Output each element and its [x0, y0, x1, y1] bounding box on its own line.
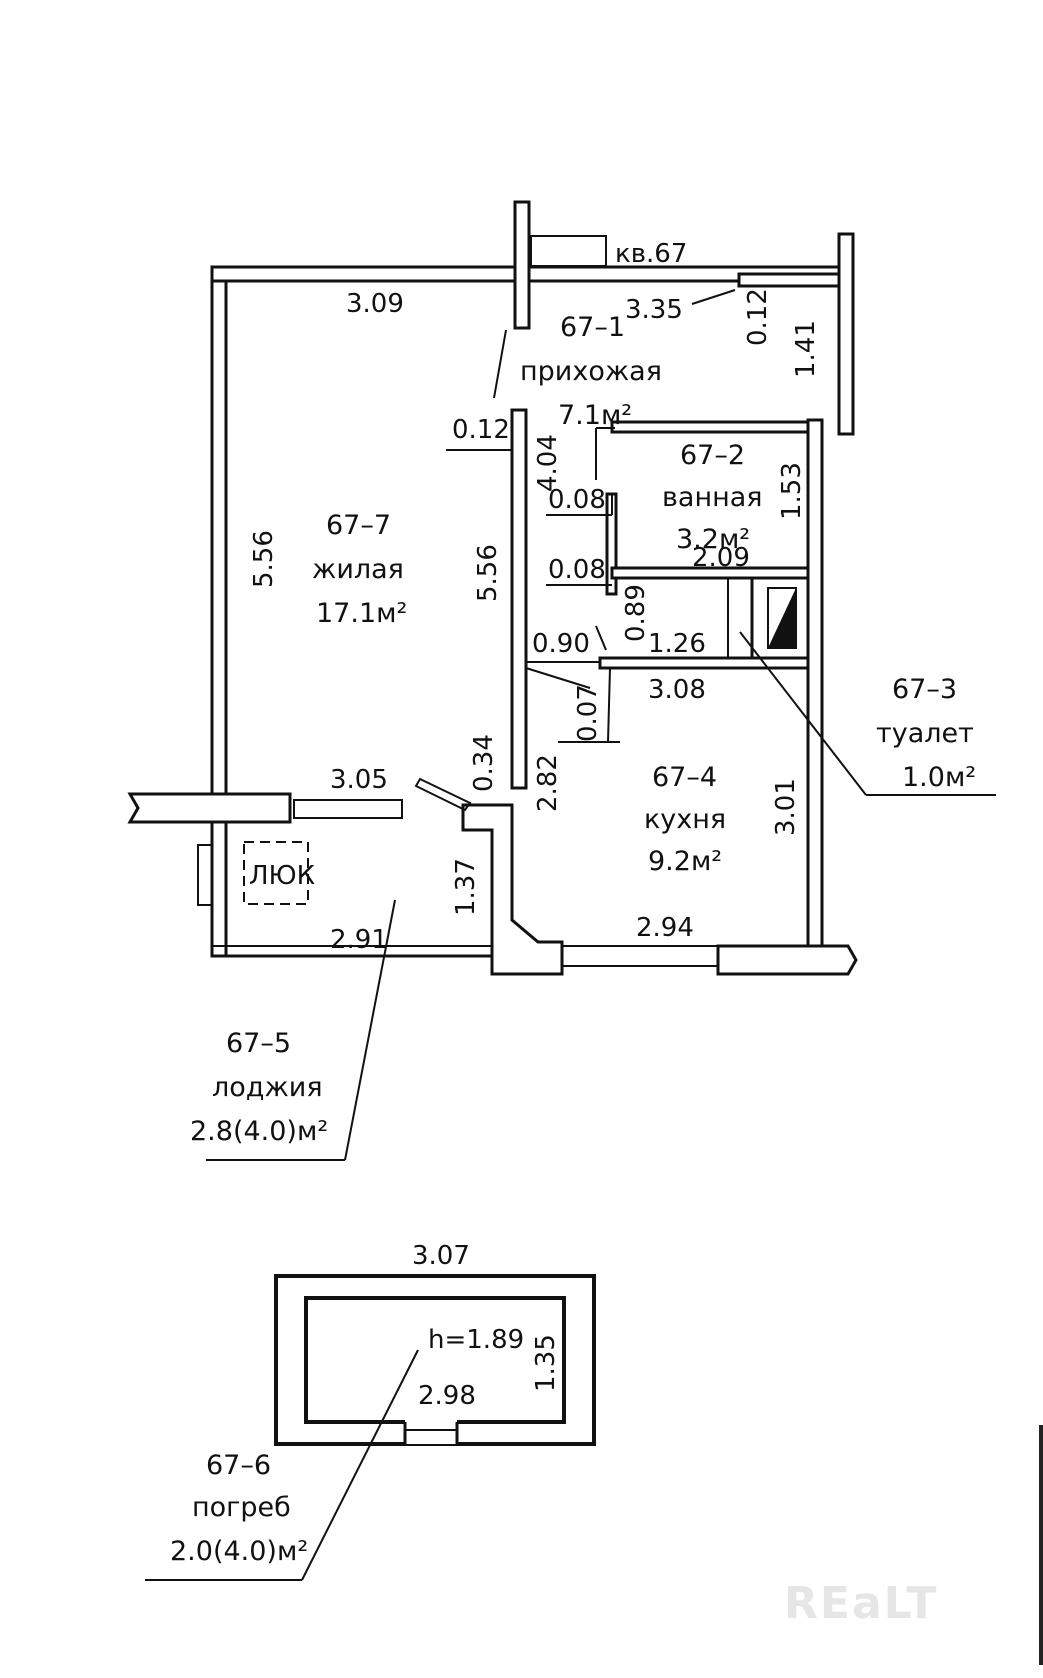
bath-left-wall [605, 492, 618, 596]
balcony-door [414, 777, 472, 812]
hatch-label: ЛЮК [249, 861, 315, 891]
toilet-inner-wall [727, 577, 753, 659]
dim-3-01: 3.01 [771, 778, 801, 836]
bath-top-wall [610, 420, 810, 434]
dim-3-05: 3.05 [330, 765, 388, 795]
partition-wall [510, 408, 528, 790]
dim-1-41: 1.41 [791, 320, 821, 378]
loggia-area: 2.8(4.0)м² [190, 1116, 328, 1147]
dim-1-35: 1.35 [531, 1334, 561, 1392]
toilet-top-wall [610, 566, 810, 580]
cellar-name: погреб [192, 1492, 291, 1523]
living-name: жилая [312, 554, 404, 585]
dim-2-91: 2.91 [330, 925, 388, 955]
dim-0-90: 0.90 [532, 629, 590, 659]
shaft-mark [768, 588, 796, 648]
dim-5-56-left: 5.56 [249, 530, 279, 588]
dim-2-09: 2.09 [692, 543, 750, 573]
dim-2-82: 2.82 [533, 754, 563, 812]
entry-wall [513, 200, 531, 330]
dim-1-37: 1.37 [451, 858, 481, 916]
right-upper-wall [837, 232, 855, 436]
kitchen-name: кухня [644, 804, 726, 835]
cellar-plan [274, 1274, 596, 1446]
dim-1-26: 1.26 [648, 629, 706, 659]
toilet-code: 67–3 [892, 674, 957, 705]
dim-3-35: 3.35 [625, 295, 683, 325]
dim-4-04: 4.04 [533, 434, 563, 492]
kitchen-window [561, 945, 719, 967]
dim-0-08-bottom: 0.08 [548, 555, 606, 585]
walls [127, 200, 858, 976]
dim-3-08: 3.08 [648, 675, 706, 705]
dim-0-89: 0.89 [621, 584, 651, 642]
living-area: 17.1м² [316, 598, 407, 629]
hatch-outline [243, 841, 309, 905]
dim-0-08-top: 0.08 [548, 485, 606, 515]
entry-door-box [530, 235, 607, 267]
dim-3-07: 3.07 [412, 1241, 470, 1271]
living-code: 67–7 [326, 510, 391, 541]
kitchen-window-wall-right [716, 944, 858, 976]
left-jamb [197, 844, 213, 906]
dim-0-07: 0.07 [573, 684, 603, 742]
right-notch [737, 272, 841, 288]
apartment-number: кв.67 [615, 239, 687, 269]
dim-1-53: 1.53 [777, 462, 807, 520]
watermark: REaLT [784, 1578, 938, 1629]
left-wall [210, 279, 228, 958]
leaders [145, 289, 996, 1581]
dim-5-56-right: 5.56 [473, 544, 503, 602]
kitchen-area: 9.2м² [648, 846, 722, 877]
toilet-area: 1.0м² [902, 762, 976, 793]
bath-area: 3.2м² [676, 524, 750, 555]
living-window [293, 799, 403, 819]
hall-code: 67–1 [560, 312, 625, 343]
bath-name: ванная [662, 482, 763, 513]
dim-0-12-vertical: 0.12 [743, 288, 773, 346]
bath-code: 67–2 [680, 440, 745, 471]
toilet-name: туалет [876, 718, 974, 749]
living-window-wall-left [127, 792, 292, 824]
dim-3-09: 3.09 [346, 289, 404, 319]
dim-0-12: 0.12 [452, 415, 510, 445]
hall-area: 7.1м² [558, 400, 632, 431]
dim-2-94: 2.94 [636, 913, 694, 943]
dim-0-34: 0.34 [469, 734, 499, 792]
cellar-height: h=1.89 [428, 1325, 524, 1355]
loggia-name: лоджия [212, 1072, 323, 1103]
kitchen-code: 67–4 [652, 762, 717, 793]
right-wall [806, 418, 824, 950]
scan-edge [1039, 1425, 1043, 1665]
loggia-code: 67–5 [226, 1028, 291, 1059]
dim-2-98: 2.98 [418, 1381, 476, 1411]
cellar-area: 2.0(4.0)м² [170, 1536, 308, 1567]
cellar-code: 67–6 [206, 1450, 271, 1481]
hall-name: прихожая [520, 356, 662, 387]
